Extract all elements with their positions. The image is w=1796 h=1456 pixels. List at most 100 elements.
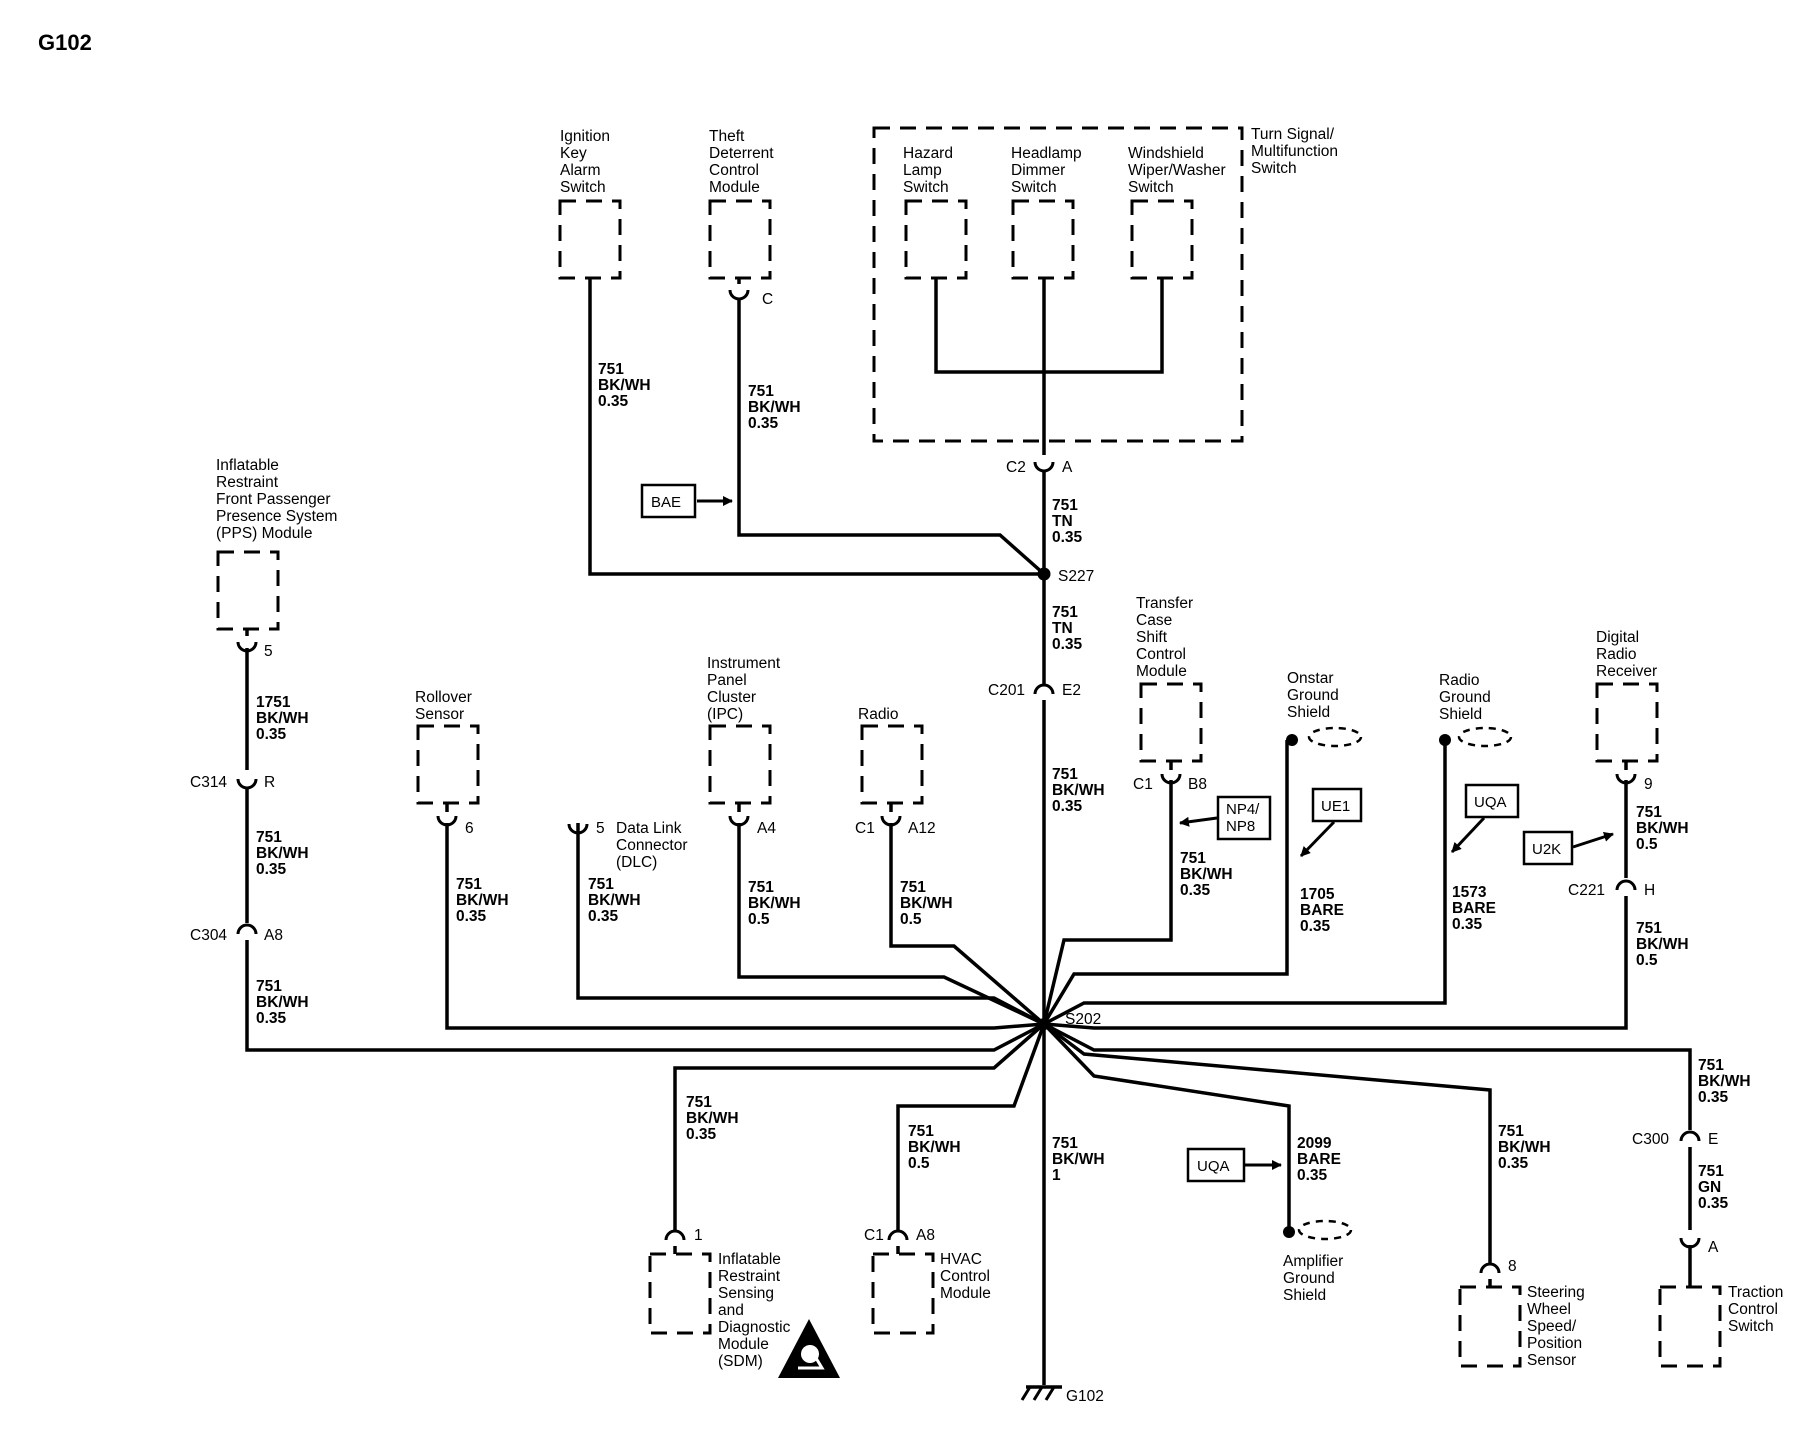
digital-radio-connector (1615, 773, 1637, 785)
svg-text:9: 9 (1644, 776, 1653, 793)
svg-text:A8: A8 (264, 927, 283, 944)
option-tag-uqa-bottom: UQA (1186, 1147, 1282, 1183)
wires (245, 278, 1692, 1385)
option-tag-u2k: U2K (1522, 830, 1614, 866)
svg-text:C201: C201 (988, 682, 1025, 699)
c300-connector (1679, 1130, 1701, 1142)
rollover-connector (436, 815, 458, 827)
airbag-warning-icon (778, 1319, 840, 1378)
theft-connector (728, 289, 750, 301)
svg-text:A12: A12 (908, 820, 936, 837)
svg-text:UE1: UE1 (1321, 798, 1350, 815)
svg-text:A: A (1708, 1239, 1719, 1256)
svg-text:NP4/NP8: NP4/NP8 (1226, 801, 1260, 835)
svg-text:A4: A4 (757, 820, 776, 837)
svg-text:H: H (1644, 882, 1655, 899)
sdm-connector (664, 1229, 686, 1241)
transfer-connector (1160, 773, 1182, 785)
c304-connector (236, 923, 258, 935)
hvac-connector (887, 1229, 909, 1241)
ground-symbol (1020, 1385, 1062, 1401)
svg-text:C: C (762, 291, 773, 308)
svg-text:1: 1 (694, 1227, 703, 1244)
svg-text:C300: C300 (1632, 1131, 1669, 1148)
svg-text:C314: C314 (190, 774, 227, 791)
svg-text:C304: C304 (190, 927, 227, 944)
radio-label: Radio (858, 706, 899, 723)
pps-connector (236, 641, 258, 653)
svg-text:E: E (1708, 1131, 1718, 1148)
svg-text:C1: C1 (1133, 776, 1153, 793)
c221-connector (1615, 879, 1637, 891)
c314-connector (236, 778, 258, 790)
svg-text:UQA: UQA (1474, 794, 1507, 811)
ground-label: G102 (1066, 1388, 1104, 1405)
svg-text:UQA: UQA (1197, 1158, 1230, 1175)
svg-text:8: 8 (1508, 1258, 1517, 1275)
svg-text:B8: B8 (1188, 776, 1207, 793)
c201-connector (1033, 683, 1055, 695)
c2-connector (1033, 461, 1055, 473)
dlc-connector (567, 823, 589, 835)
svg-text:C1: C1 (864, 1227, 884, 1244)
splice-s202 (1038, 1018, 1050, 1030)
svg-text:A8: A8 (916, 1227, 935, 1244)
traction-connector (1679, 1237, 1701, 1249)
svg-text:C221: C221 (1568, 882, 1605, 899)
option-tag-uqa-top: UQA (1450, 783, 1520, 854)
s202-label: S202 (1065, 1011, 1101, 1028)
svg-text:R: R (264, 774, 275, 791)
steering-connector (1479, 1262, 1501, 1274)
svg-text:A: A (1062, 459, 1073, 476)
svg-text:U2K: U2K (1532, 841, 1561, 858)
option-tag-bae: BAE (640, 483, 733, 519)
svg-text:5: 5 (264, 643, 273, 660)
